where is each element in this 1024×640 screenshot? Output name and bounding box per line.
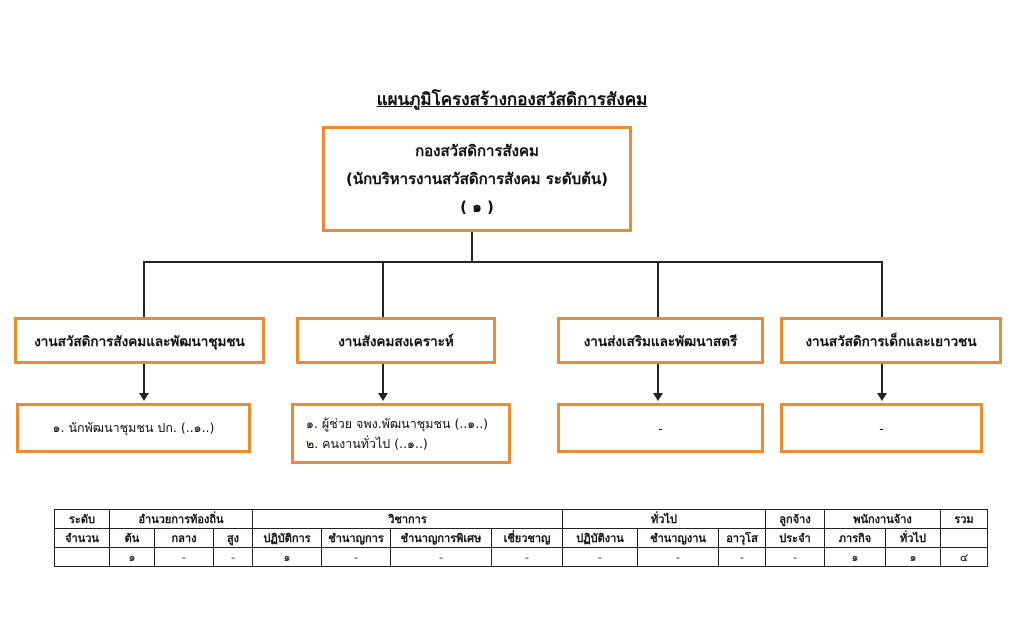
staff-item: - bbox=[879, 420, 884, 436]
sub-exec-2: กลาง bbox=[154, 528, 214, 548]
value-cell: - bbox=[321, 547, 391, 567]
section-label: งานส่งเสริมและพัฒนาสตรี bbox=[583, 333, 738, 350]
value-cell: - bbox=[154, 547, 214, 567]
staff-box-social-work: ๑. ผู้ช่วย จพง.พัฒนาชุมชน (..๑..) ๒. คนง… bbox=[291, 403, 511, 464]
staff-summary-table: ระดับ อำนวยการท้องถิ่น วิชาการ ทั่วไป ลู… bbox=[54, 509, 988, 567]
group-contract: พนักงานจ้าง bbox=[824, 509, 941, 529]
sub-total bbox=[940, 528, 988, 548]
staff-item: ๑. นักพัฒนาชุมชน ปก. (..๑..) bbox=[52, 420, 215, 435]
value-cell: - bbox=[491, 547, 563, 567]
group-total: รวม bbox=[940, 509, 988, 529]
arrow-shaft-3 bbox=[657, 364, 659, 394]
value-cell: - bbox=[637, 547, 719, 567]
value-cell: ๑ bbox=[252, 547, 322, 567]
sub-acad-4: เชี่ยวชาญ bbox=[491, 528, 563, 548]
value-spacer bbox=[54, 547, 110, 567]
staff-box-community-welfare: ๑. นักพัฒนาชุมชน ปก. (..๑..) bbox=[16, 403, 251, 453]
sub-con-1: ภารกิจ bbox=[824, 528, 886, 548]
arrow-head-4 bbox=[877, 393, 887, 401]
section-box-child-youth-welfare: งานสวัสดิการเด็กและเยาวชน bbox=[780, 317, 1002, 364]
arrow-head-1 bbox=[139, 393, 149, 401]
arrow-head-3 bbox=[653, 393, 663, 401]
sub-con-2: ทั่วไป bbox=[885, 528, 941, 548]
chart-title: แผนภูมิโครงสร้างกองสวัสดิการสังคม bbox=[376, 90, 648, 110]
sub-gen-2: ชำนาญงาน bbox=[637, 528, 719, 548]
section-box-community-welfare: งานสวัสดิการสังคมและพัฒนาชุมชน bbox=[14, 317, 265, 364]
value-cell: ๑ bbox=[885, 547, 941, 567]
division-name: กองสวัสดิการสังคม bbox=[415, 142, 539, 160]
arrow-shaft-2 bbox=[382, 364, 384, 394]
staff-box-child-youth-welfare: - bbox=[780, 403, 983, 453]
sub-acad-3: ชำนาญการพิเศษ bbox=[390, 528, 492, 548]
section-box-women-development: งานส่งเสริมและพัฒนาสตรี bbox=[557, 317, 764, 364]
value-cell: ๑ bbox=[824, 547, 886, 567]
group-executive: อำนวยการท้องถิ่น bbox=[109, 509, 253, 529]
connector-drop-4 bbox=[881, 261, 883, 317]
value-cell: - bbox=[562, 547, 638, 567]
value-cell: - bbox=[213, 547, 253, 567]
connector-horizontal bbox=[143, 261, 883, 263]
connector-vertical-top bbox=[471, 232, 473, 262]
value-cell: - bbox=[765, 547, 825, 567]
table-header-row: ระดับ อำนวยการท้องถิ่น วิชาการ ทั่วไป ลู… bbox=[54, 509, 988, 529]
connector-drop-1 bbox=[143, 261, 145, 317]
sub-acad-2: ชำนาญการ bbox=[321, 528, 391, 548]
level-label-cell: ระดับ bbox=[54, 509, 110, 529]
table-value-row: ๑ - - ๑ - - - - - - - ๑ ๑ ๔ bbox=[54, 547, 988, 567]
value-cell: - bbox=[718, 547, 766, 567]
sub-exec-3: สูง bbox=[213, 528, 253, 548]
sub-acad-1: ปฏิบัติการ bbox=[252, 528, 322, 548]
staff-item: - bbox=[658, 420, 663, 436]
section-label: งานสังคมสงเคราะห์ bbox=[338, 333, 454, 350]
table-subheader-row: จำนวน ต้น กลาง สูง ปฏิบัติการ ชำนาญการ ช… bbox=[54, 528, 988, 548]
value-cell: ๔ bbox=[940, 547, 988, 567]
arrow-shaft-1 bbox=[143, 364, 145, 394]
group-academic: วิชาการ bbox=[252, 509, 563, 529]
staff-box-women-development: - bbox=[557, 403, 764, 453]
sub-exec-1: ต้น bbox=[109, 528, 155, 548]
group-employee: ลูกจ้าง bbox=[765, 509, 825, 529]
staff-item: ๒. คนงานทั่วไป (..๑..) bbox=[306, 435, 428, 451]
section-box-social-work: งานสังคมสงเคราะห์ bbox=[296, 317, 496, 364]
value-cell: - bbox=[390, 547, 492, 567]
section-label: งานสวัสดิการเด็กและเยาวชน bbox=[805, 333, 977, 350]
staff-item: ๑. ผู้ช่วย จพง.พัฒนาชุมชน (..๑..) bbox=[306, 415, 489, 431]
sub-gen-1: ปฏิบัติงาน bbox=[562, 528, 638, 548]
arrow-head-2 bbox=[378, 393, 388, 401]
section-label: งานสวัสดิการสังคมและพัฒนาชุมชน bbox=[34, 333, 245, 350]
connector-drop-3 bbox=[657, 261, 659, 317]
count-label-cell: จำนวน bbox=[54, 528, 110, 548]
arrow-shaft-4 bbox=[881, 364, 883, 394]
connector-drop-2 bbox=[382, 261, 384, 317]
sub-emp-1: ประจำ bbox=[765, 528, 825, 548]
group-general: ทั่วไป bbox=[562, 509, 766, 529]
sub-gen-3: อาวุโส bbox=[718, 528, 766, 548]
division-head-count: ( ๑ ) bbox=[460, 198, 494, 216]
top-division-box: กองสวัสดิการสังคม (นักบริหารงานสวัสดิการ… bbox=[322, 126, 632, 232]
division-head-position: (นักบริหารงานสวัสดิการสังคม ระดับต้น) bbox=[345, 170, 609, 188]
value-cell: ๑ bbox=[109, 547, 155, 567]
